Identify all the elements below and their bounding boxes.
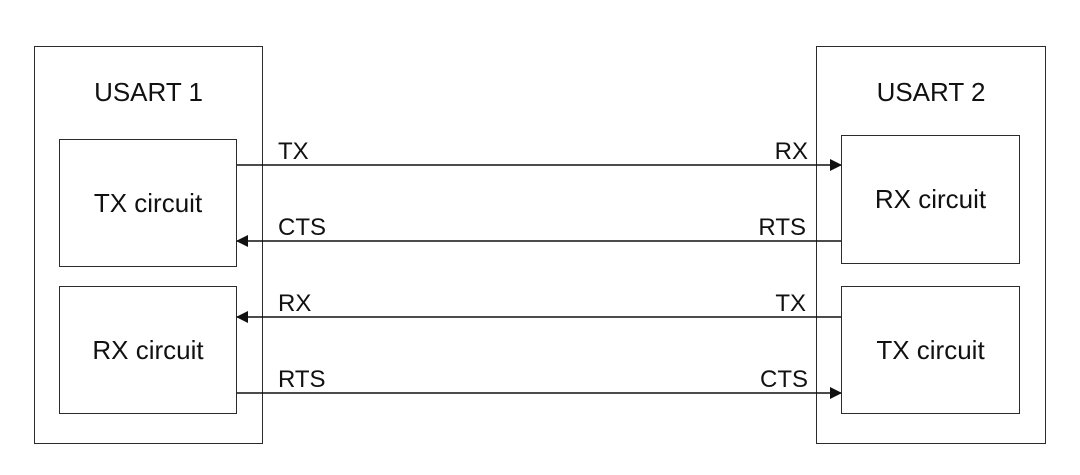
signal-2-left-label: CTS bbox=[278, 214, 326, 241]
usart2-title: USART 2 bbox=[876, 77, 986, 107]
signal-2-right-label: RTS bbox=[758, 214, 806, 241]
signal-4-left-label: RTS bbox=[278, 366, 326, 393]
usart2-rx-circuit-label: RX circuit bbox=[874, 184, 987, 214]
usart2-tx-circuit: TX circuit bbox=[841, 286, 1020, 414]
usart1-tx-circuit: TX circuit bbox=[59, 139, 237, 267]
signal-3-right-label: TX bbox=[775, 290, 806, 317]
usart1-tx-circuit-label: TX circuit bbox=[93, 187, 203, 218]
signal-3-left-label: RX bbox=[278, 290, 312, 317]
signal-1-left-label: TX bbox=[278, 138, 309, 165]
usart2-tx-circuit-label: TX circuit bbox=[876, 334, 985, 365]
signal-4-right-label: CTS bbox=[760, 366, 808, 393]
usart1-rx-circuit-label: RX circuit bbox=[92, 334, 204, 365]
usart1-title: USART 1 bbox=[94, 77, 203, 107]
usart1-rx-circuit: RX circuit bbox=[59, 286, 237, 414]
signal-1-right-label: RX bbox=[774, 138, 808, 165]
usart2-rx-circuit: RX circuit bbox=[841, 135, 1020, 264]
